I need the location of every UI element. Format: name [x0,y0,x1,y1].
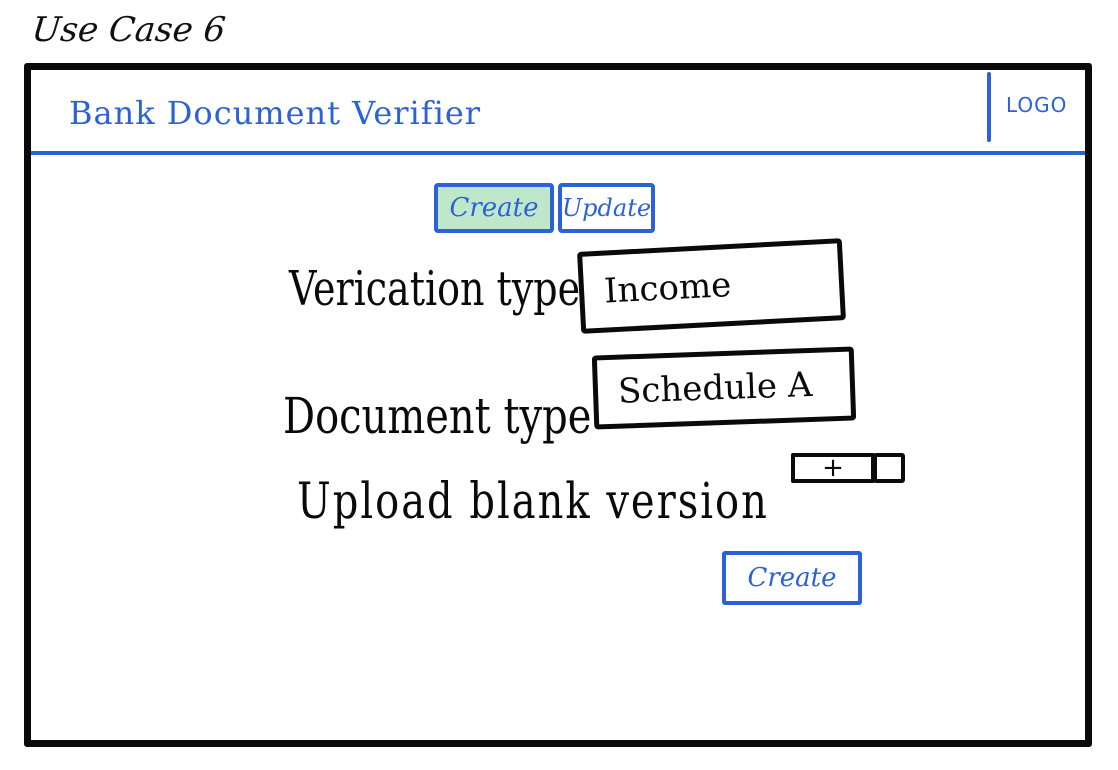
update-mode-tab[interactable]: Update [558,183,655,233]
plus-icon: + [822,453,844,483]
upload-blank-version-label: Upload blank version [297,473,769,531]
verification-type-label: Verication type [289,261,581,316]
create-mode-tab[interactable]: Create [434,183,554,233]
header-bar: Bank Document Verifier LOGO [31,70,1085,155]
mode-toggle: Create Update [434,183,659,237]
logo: LOGO [1006,93,1068,117]
document-type-input[interactable]: Schedule A [591,346,857,430]
app-title: Bank Document Verifier [69,94,482,132]
verification-type-value: Income [603,264,733,312]
upload-file-indicator[interactable] [873,453,905,483]
verification-type-input[interactable]: Income [577,238,846,334]
create-submit-button[interactable]: Create [722,551,862,605]
page-caption: Use Case 6 [29,10,228,50]
upload-plus-button[interactable]: + [791,453,875,483]
app-window: Bank Document Verifier LOGO Create Updat… [24,63,1092,747]
header-divider [987,72,991,142]
document-type-label: Document type [283,388,592,446]
document-type-value: Schedule A [617,364,814,412]
upload-control: + [791,453,906,485]
